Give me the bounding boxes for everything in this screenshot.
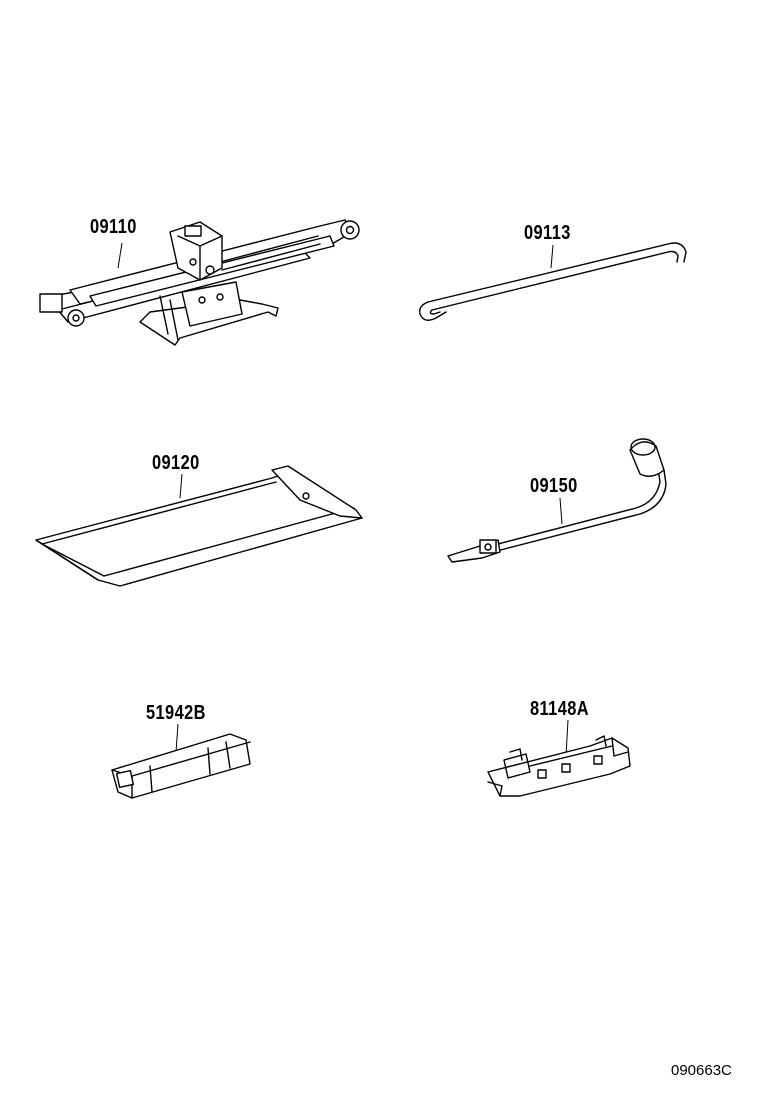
leader-line-09110 (117, 242, 123, 269)
lug-wrench-drawing (447, 438, 667, 563)
part-label-09150: 09150 (530, 475, 578, 497)
part-label-09110: 09110 (90, 216, 137, 238)
tool-bag-drawing (35, 465, 363, 587)
adapter-drawing (487, 719, 631, 797)
socket-wrench-drawing (111, 723, 251, 799)
leader-line-51942B (175, 723, 179, 753)
illustration-ref-code: 090663C (671, 1062, 732, 1079)
jack-drawing (39, 219, 360, 346)
jack-handle-drawing (418, 242, 687, 321)
part-label-81148A: 81148A (530, 698, 590, 720)
leader-line-81148A (565, 719, 569, 757)
leader-line-09113 (550, 244, 554, 269)
leader-line-09150 (559, 497, 563, 525)
part-label-51942B: 51942B (146, 702, 206, 724)
leader-line-09120 (179, 473, 183, 499)
part-label-09113: 09113 (524, 222, 571, 244)
part-label-09120: 09120 (152, 452, 200, 474)
